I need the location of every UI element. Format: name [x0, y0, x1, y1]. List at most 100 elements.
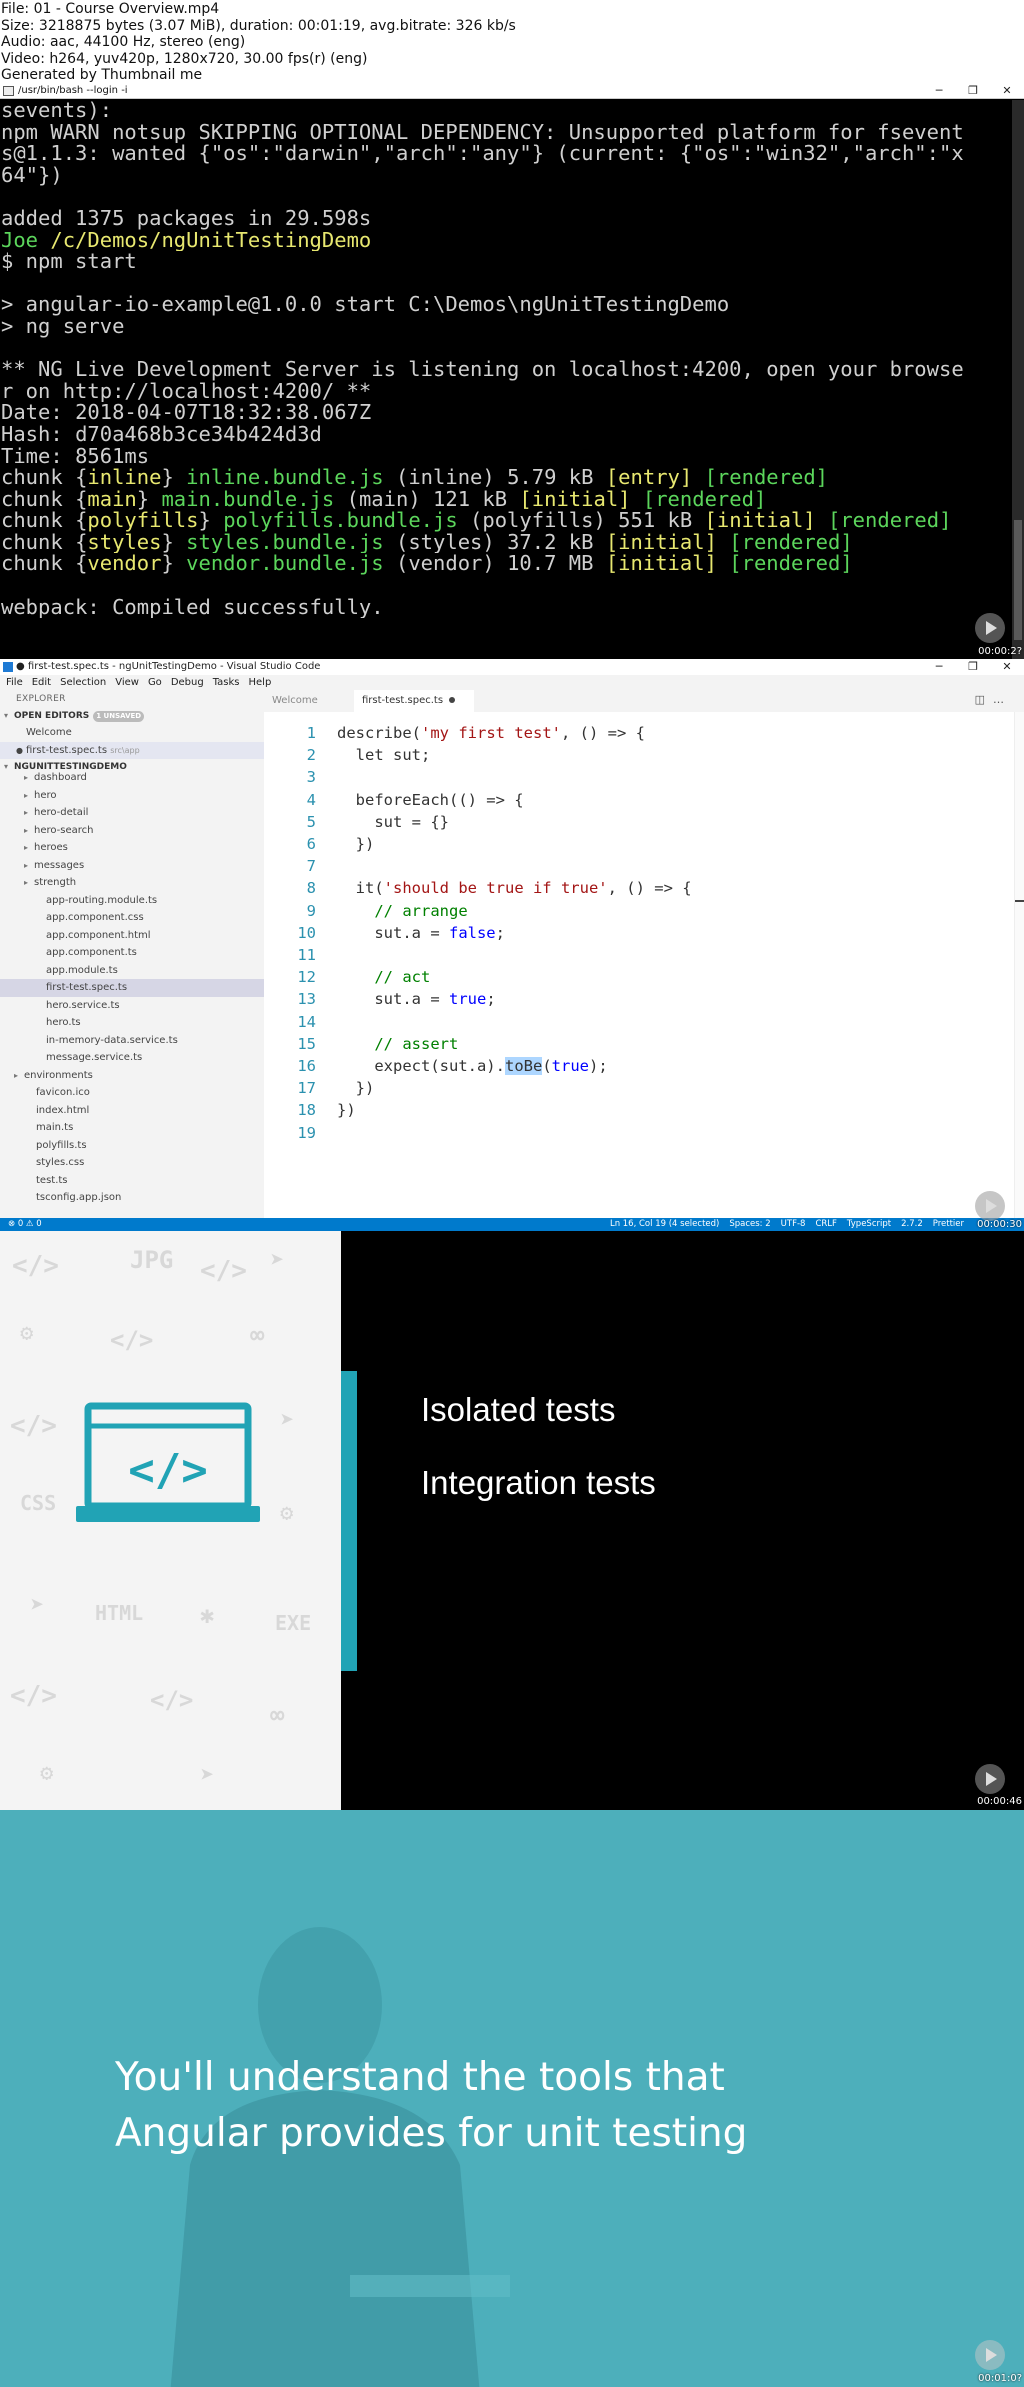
open-editor-first-test[interactable]: ●first-test.spec.ts src\app	[0, 741, 264, 759]
chunk-size: 5.79 kB	[507, 467, 594, 489]
code-line[interactable]: 8 it('should be true if true', () => {	[264, 877, 1004, 899]
file-item[interactable]: app.module.ts	[0, 962, 264, 980]
status-item[interactable]: Ln 16, Col 19 (4 selected)	[609, 1219, 720, 1229]
presenter-photo	[170, 1927, 510, 2387]
code-line[interactable]: 3	[264, 766, 1004, 788]
chevron-right-icon: ▸	[14, 1070, 19, 1080]
folder-item[interactable]: ▸hero-detail	[0, 804, 264, 822]
file-item[interactable]: app.component.ts	[0, 944, 264, 962]
tab-welcome[interactable]: Welcome	[264, 690, 354, 712]
brace-close: }	[198, 510, 224, 532]
line-number: 13	[297, 990, 316, 1009]
folder-item[interactable]: ▸heroes	[0, 839, 264, 857]
terminal-scrollbar[interactable]	[1012, 100, 1024, 659]
code-line[interactable]: 18})	[264, 1099, 1004, 1121]
line-number: 6	[306, 835, 316, 853]
unsaved-dot-icon[interactable]	[449, 697, 456, 703]
restore-icon[interactable]: ❐	[968, 84, 978, 97]
link-doodle: ∞	[250, 1321, 265, 1349]
file-item[interactable]: hero.service.ts	[0, 997, 264, 1015]
folder-item[interactable]: ▸dashboard	[0, 769, 264, 787]
chunk-file: polyfills.bundle.js	[223, 510, 458, 532]
code-text: it('should be true if true', () => {	[337, 877, 692, 899]
file-item[interactable]: tsconfig.app.json	[0, 1189, 264, 1207]
close-icon[interactable]: ✕	[1002, 660, 1012, 673]
problems-indicator[interactable]: ⊗ 0 ⚠ 0	[8, 1219, 42, 1229]
file-item[interactable]: hero.ts	[0, 1014, 264, 1032]
scrollbar-thumb[interactable]	[1014, 520, 1022, 640]
code-line[interactable]: 16 expect(sut.a).toBe(true);	[264, 1055, 1004, 1077]
code-line[interactable]: 4 beforeEach(() => {	[264, 789, 1004, 811]
chunk-kind: (inline)	[395, 467, 495, 489]
file-item[interactable]: message.service.ts	[0, 1049, 264, 1067]
close-icon[interactable]: ✕	[1002, 84, 1012, 97]
tab-first-test[interactable]: first-test.spec.ts	[354, 690, 474, 712]
menu-edit[interactable]: Edit	[31, 677, 52, 688]
menu-file[interactable]: File	[6, 677, 23, 688]
file-item[interactable]: first-test.spec.ts	[0, 979, 264, 997]
restore-icon[interactable]: ❐	[968, 660, 978, 673]
status-item[interactable]: UTF-8	[780, 1219, 806, 1229]
file-item[interactable]: favicon.ico	[0, 1084, 264, 1102]
code-token: false	[448, 923, 496, 942]
code-line[interactable]: 5 sut = {}	[264, 811, 1004, 833]
code-line[interactable]: 15 // assert	[264, 1033, 1004, 1055]
status-item[interactable]: Spaces: 2	[729, 1219, 771, 1229]
code-line[interactable]: 7	[264, 855, 1004, 877]
overview-ruler[interactable]	[1014, 712, 1024, 1218]
folder-item[interactable]: ▸strength	[0, 874, 264, 892]
menu-debug[interactable]: Debug	[170, 677, 204, 688]
file-item[interactable]: app-routing.module.ts	[0, 892, 264, 910]
file-item[interactable]: styles.css	[0, 1154, 264, 1172]
more-actions-icon[interactable]: …	[993, 693, 1012, 706]
menu-view[interactable]: View	[115, 677, 139, 688]
code-line[interactable]: 9 // arrange	[264, 900, 1004, 922]
unsaved-badge: 1 UNSAVED	[93, 711, 145, 722]
menu-selection[interactable]: Selection	[60, 677, 107, 688]
css-doodle: CSS	[20, 1491, 57, 1515]
status-item[interactable]: 2.7.2	[901, 1219, 923, 1229]
folder-item[interactable]: ▸messages	[0, 857, 264, 875]
folder-item[interactable]: ▸hero	[0, 787, 264, 805]
code-line[interactable]: 2 let sut;	[264, 744, 1004, 766]
minimize-icon[interactable]: ─	[935, 660, 943, 673]
code-line[interactable]: 11	[264, 944, 1004, 966]
code-line[interactable]: 12 // act	[264, 966, 1004, 988]
tree-item-label: heroes	[34, 842, 68, 853]
brace-open: {	[75, 467, 88, 489]
minimize-icon[interactable]: ─	[935, 84, 943, 97]
file-item[interactable]: polyfills.ts	[0, 1137, 264, 1155]
code-token: toBe	[504, 1057, 543, 1075]
menu-tasks[interactable]: Tasks	[212, 677, 240, 688]
status-item[interactable]: CRLF	[815, 1219, 837, 1229]
frame-timestamp: 00:01:0?	[978, 2373, 1022, 2384]
code-line[interactable]: 6 })	[264, 833, 1004, 855]
file-item[interactable]: main.ts	[0, 1119, 264, 1137]
open-editor-welcome[interactable]: Welcome	[0, 724, 264, 742]
play-icon	[975, 2340, 1005, 2370]
split-editor-icon[interactable]: ◫	[974, 693, 993, 706]
menu-go[interactable]: Go	[147, 677, 162, 688]
code-token: // arrange	[337, 901, 468, 920]
code-line[interactable]: 19	[264, 1122, 1004, 1144]
file-item[interactable]: test.ts	[0, 1172, 264, 1190]
code-line[interactable]: 17 })	[264, 1077, 1004, 1099]
menu-help[interactable]: Help	[248, 677, 272, 688]
file-item[interactable]: app.component.html	[0, 927, 264, 945]
folder-item[interactable]: ▸environments	[0, 1067, 264, 1085]
file-item[interactable]: index.html	[0, 1102, 264, 1120]
code-line[interactable]: 10 sut.a = false;	[264, 922, 1004, 944]
terminal-output[interactable]: sevents): npm WARN notsup SKIPPING OPTIO…	[0, 100, 1012, 659]
file-item[interactable]: app.component.css	[0, 909, 264, 927]
chunk-name: inline	[87, 467, 162, 489]
code-line[interactable]: 13 sut.a = true;	[264, 988, 1004, 1010]
status-item[interactable]: TypeScript	[846, 1219, 892, 1229]
file-item[interactable]: in-memory-data.service.ts	[0, 1032, 264, 1050]
folder-item[interactable]: ▸hero-search	[0, 822, 264, 840]
status-item[interactable]: Prettier	[932, 1219, 964, 1229]
code-line[interactable]: 14	[264, 1011, 1004, 1033]
project-section[interactable]: ▾NGUNITTESTINGDEMO	[0, 759, 264, 775]
